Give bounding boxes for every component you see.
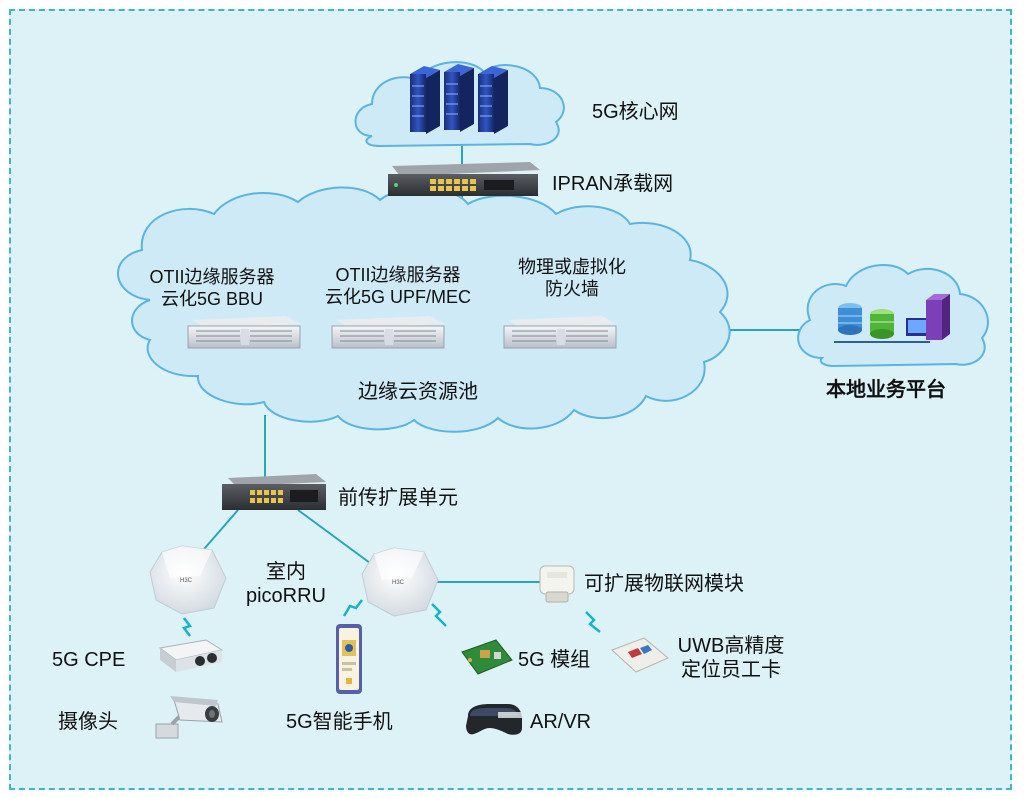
label-otii-bbu-line1: OTII边缘服务器 (149, 267, 275, 287)
module-icon (461, 639, 513, 675)
label-picorru-line2: picoRRU (245, 585, 327, 607)
database-icon (870, 309, 894, 339)
wireless-signal-icon (181, 617, 193, 637)
switch-icon (222, 474, 326, 510)
vr-headset-icon (466, 704, 522, 735)
id-card-icon (611, 637, 669, 673)
label-edge-pool: 边缘云资源池 (358, 381, 478, 403)
blade-server-icon (503, 316, 617, 349)
label-cpe: 5G CPE (52, 649, 126, 671)
pc-icon (834, 294, 950, 343)
label-5g-module: 5G 模组 (518, 649, 591, 671)
label-uwb-card: UWB高精度 定位员工卡 (666, 634, 796, 682)
label-uwb-line2: 定位员工卡 (681, 659, 781, 681)
svg-text:H3C: H3C (392, 580, 405, 586)
database-icon (838, 303, 862, 335)
svg-text:H3C: H3C (180, 578, 193, 584)
blade-server-icon (187, 316, 301, 349)
phone-icon (336, 624, 362, 694)
label-picorru: 室内 picoRRU (236, 560, 336, 608)
label-firewall-line2: 防火墙 (545, 279, 599, 299)
label-otii-upf: OTII边缘服务器 云化5G UPF/MEC (306, 264, 490, 308)
label-firewall-line1: 物理或虚拟化 (518, 257, 626, 277)
label-arvr: AR/VR (530, 711, 592, 733)
label-ipran: IPRAN承载网 (552, 173, 674, 195)
label-core-network: 5G核心网 (592, 101, 679, 123)
label-iot-module: 可扩展物联网模块 (584, 573, 744, 595)
iot-module-icon (539, 565, 575, 603)
edge-cloud (117, 186, 731, 433)
ap-icon: H3C (149, 545, 227, 615)
label-otii-bbu-line2: 云化5G BBU (160, 289, 264, 309)
label-otii-upf-line1: OTII边缘服务器 (335, 265, 461, 285)
link-fronthaul-pico2 (297, 509, 371, 564)
label-fronthaul: 前传扩展单元 (338, 487, 458, 509)
label-otii-bbu: OTII边缘服务器 云化5G BBU (132, 266, 292, 310)
camera-icon (155, 696, 223, 739)
label-camera: 摄像头 (58, 711, 118, 733)
label-otii-upf-line2: 云化5G UPF/MEC (324, 287, 471, 307)
blade-server-icon (331, 316, 445, 349)
wireless-signal-icon (585, 611, 601, 633)
link-fronthaul-pico1 (197, 509, 239, 557)
switch-icon (388, 162, 540, 196)
cpe-icon (158, 639, 224, 672)
wireless-signal-icon (431, 603, 447, 627)
label-uwb-line1: UWB高精度 (677, 635, 785, 657)
wireless-signal-icon (342, 599, 363, 617)
label-smartphone: 5G智能手机 (286, 711, 393, 733)
label-picorru-line1: 室内 (266, 561, 306, 583)
server-rack-icon (410, 64, 508, 134)
label-firewall: 物理或虚拟化 防火墙 (502, 256, 642, 300)
ap-icon: H3C (361, 547, 439, 617)
label-local-platform: 本地业务平台 (826, 379, 946, 401)
